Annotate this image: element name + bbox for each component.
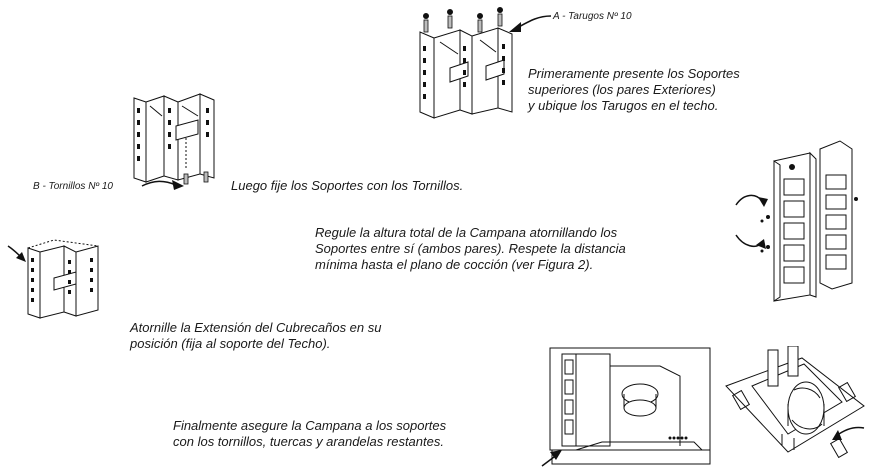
- figure-brackets-with-screws: [133, 93, 215, 185]
- label-tornillos: B - Tornillos Nº 10: [33, 181, 113, 192]
- arrow-to-screws-icon: [141, 180, 184, 190]
- figure-flue-cover-extension: [7, 239, 99, 319]
- label-tarugos: A - Tarugos Nº 10: [553, 11, 632, 22]
- arrow-to-plugs-icon: [509, 15, 552, 32]
- figure-bracket-height-adjustment: [735, 140, 858, 302]
- step5-text: Finalmente asegure la Campana a los sopo…: [173, 418, 447, 449]
- step3-text: Regule la altura total de la Campana ato…: [315, 225, 626, 272]
- figure-hood-mounting: [541, 347, 711, 467]
- figure-brackets-with-plugs: [419, 7, 513, 119]
- figure-fan-unit: [725, 346, 865, 459]
- step2-text: Luego fije los Soportes con los Tornillo…: [231, 178, 464, 193]
- step4-text: Atornille la Extensión del Cubrecaños en…: [130, 320, 382, 351]
